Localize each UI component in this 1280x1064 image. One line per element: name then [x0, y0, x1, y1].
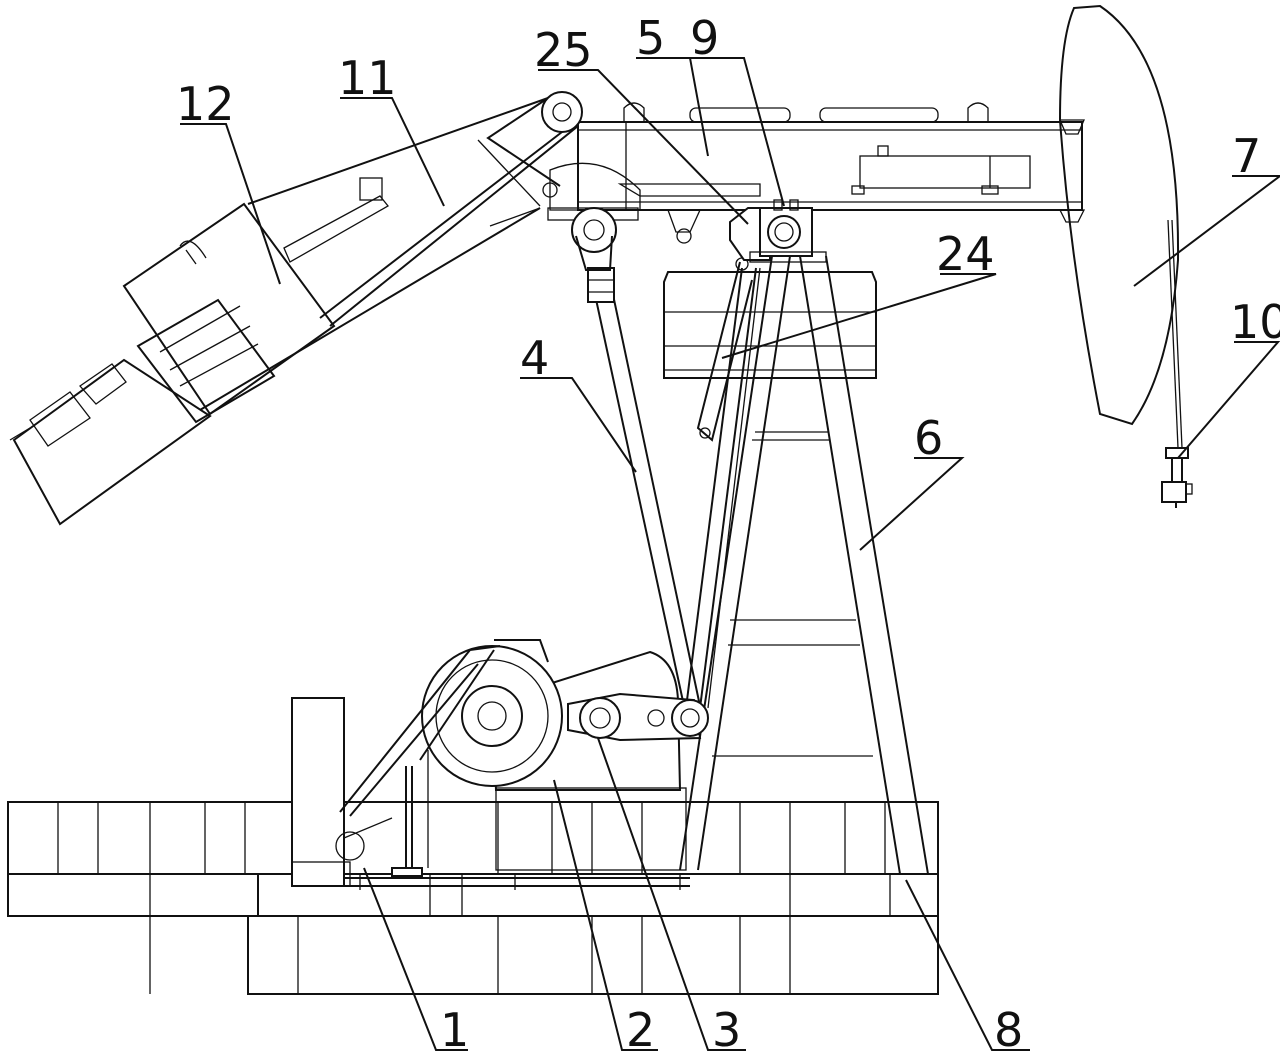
label-2: 2: [626, 1003, 655, 1057]
carrier-bar: [1161, 447, 1193, 508]
label-11: 11: [338, 51, 397, 105]
brake-lever: [335, 750, 429, 877]
leader-8: [905, 879, 1030, 1051]
label-5: 5: [636, 11, 665, 65]
leader-5: [636, 57, 709, 157]
label-25: 25: [534, 23, 593, 77]
leader-4: [520, 377, 637, 473]
top-sheave: [486, 91, 583, 187]
crank: [567, 692, 709, 742]
leader-25: [538, 69, 749, 225]
leader-6: [859, 457, 965, 551]
inclined-frame: [199, 97, 579, 411]
label-1: 1: [440, 1003, 469, 1057]
label-24: 24: [936, 227, 995, 281]
walking-beam: [577, 102, 1086, 244]
label-3: 3: [712, 1003, 741, 1057]
leader-9: [690, 57, 785, 207]
label-7: 7: [1232, 129, 1261, 183]
beam-bracket: [542, 162, 641, 271]
leader-24: [721, 273, 997, 359]
leader-12: [180, 123, 281, 285]
ladder-cage: [663, 271, 877, 379]
base-skid: [291, 697, 690, 890]
leader-10: [1177, 341, 1280, 459]
label-6: 6: [914, 411, 943, 465]
label-12: 12: [176, 77, 235, 131]
leader-7: [1133, 175, 1280, 287]
leader-3: [597, 737, 746, 1051]
leader-lines: [180, 57, 1280, 1051]
label-4: 4: [520, 331, 549, 385]
horsehead: [1058, 4, 1183, 449]
gearbox: [339, 639, 687, 871]
label-10: 10: [1230, 295, 1280, 349]
leader-11: [340, 97, 445, 207]
leader-1: [363, 867, 468, 1051]
label-9: 9: [690, 11, 719, 65]
foundation: [7, 801, 939, 995]
part-labels: 12 11 25 5 9 24 7 10 4 6 1 2 3 8: [176, 11, 1280, 1057]
saddle-bearing: [729, 199, 827, 263]
counterweight-unit: [9, 202, 336, 526]
label-8: 8: [994, 1003, 1023, 1057]
samson-post: [679, 255, 929, 875]
leader-2: [553, 779, 658, 1051]
pitman-arm: [587, 257, 761, 709]
